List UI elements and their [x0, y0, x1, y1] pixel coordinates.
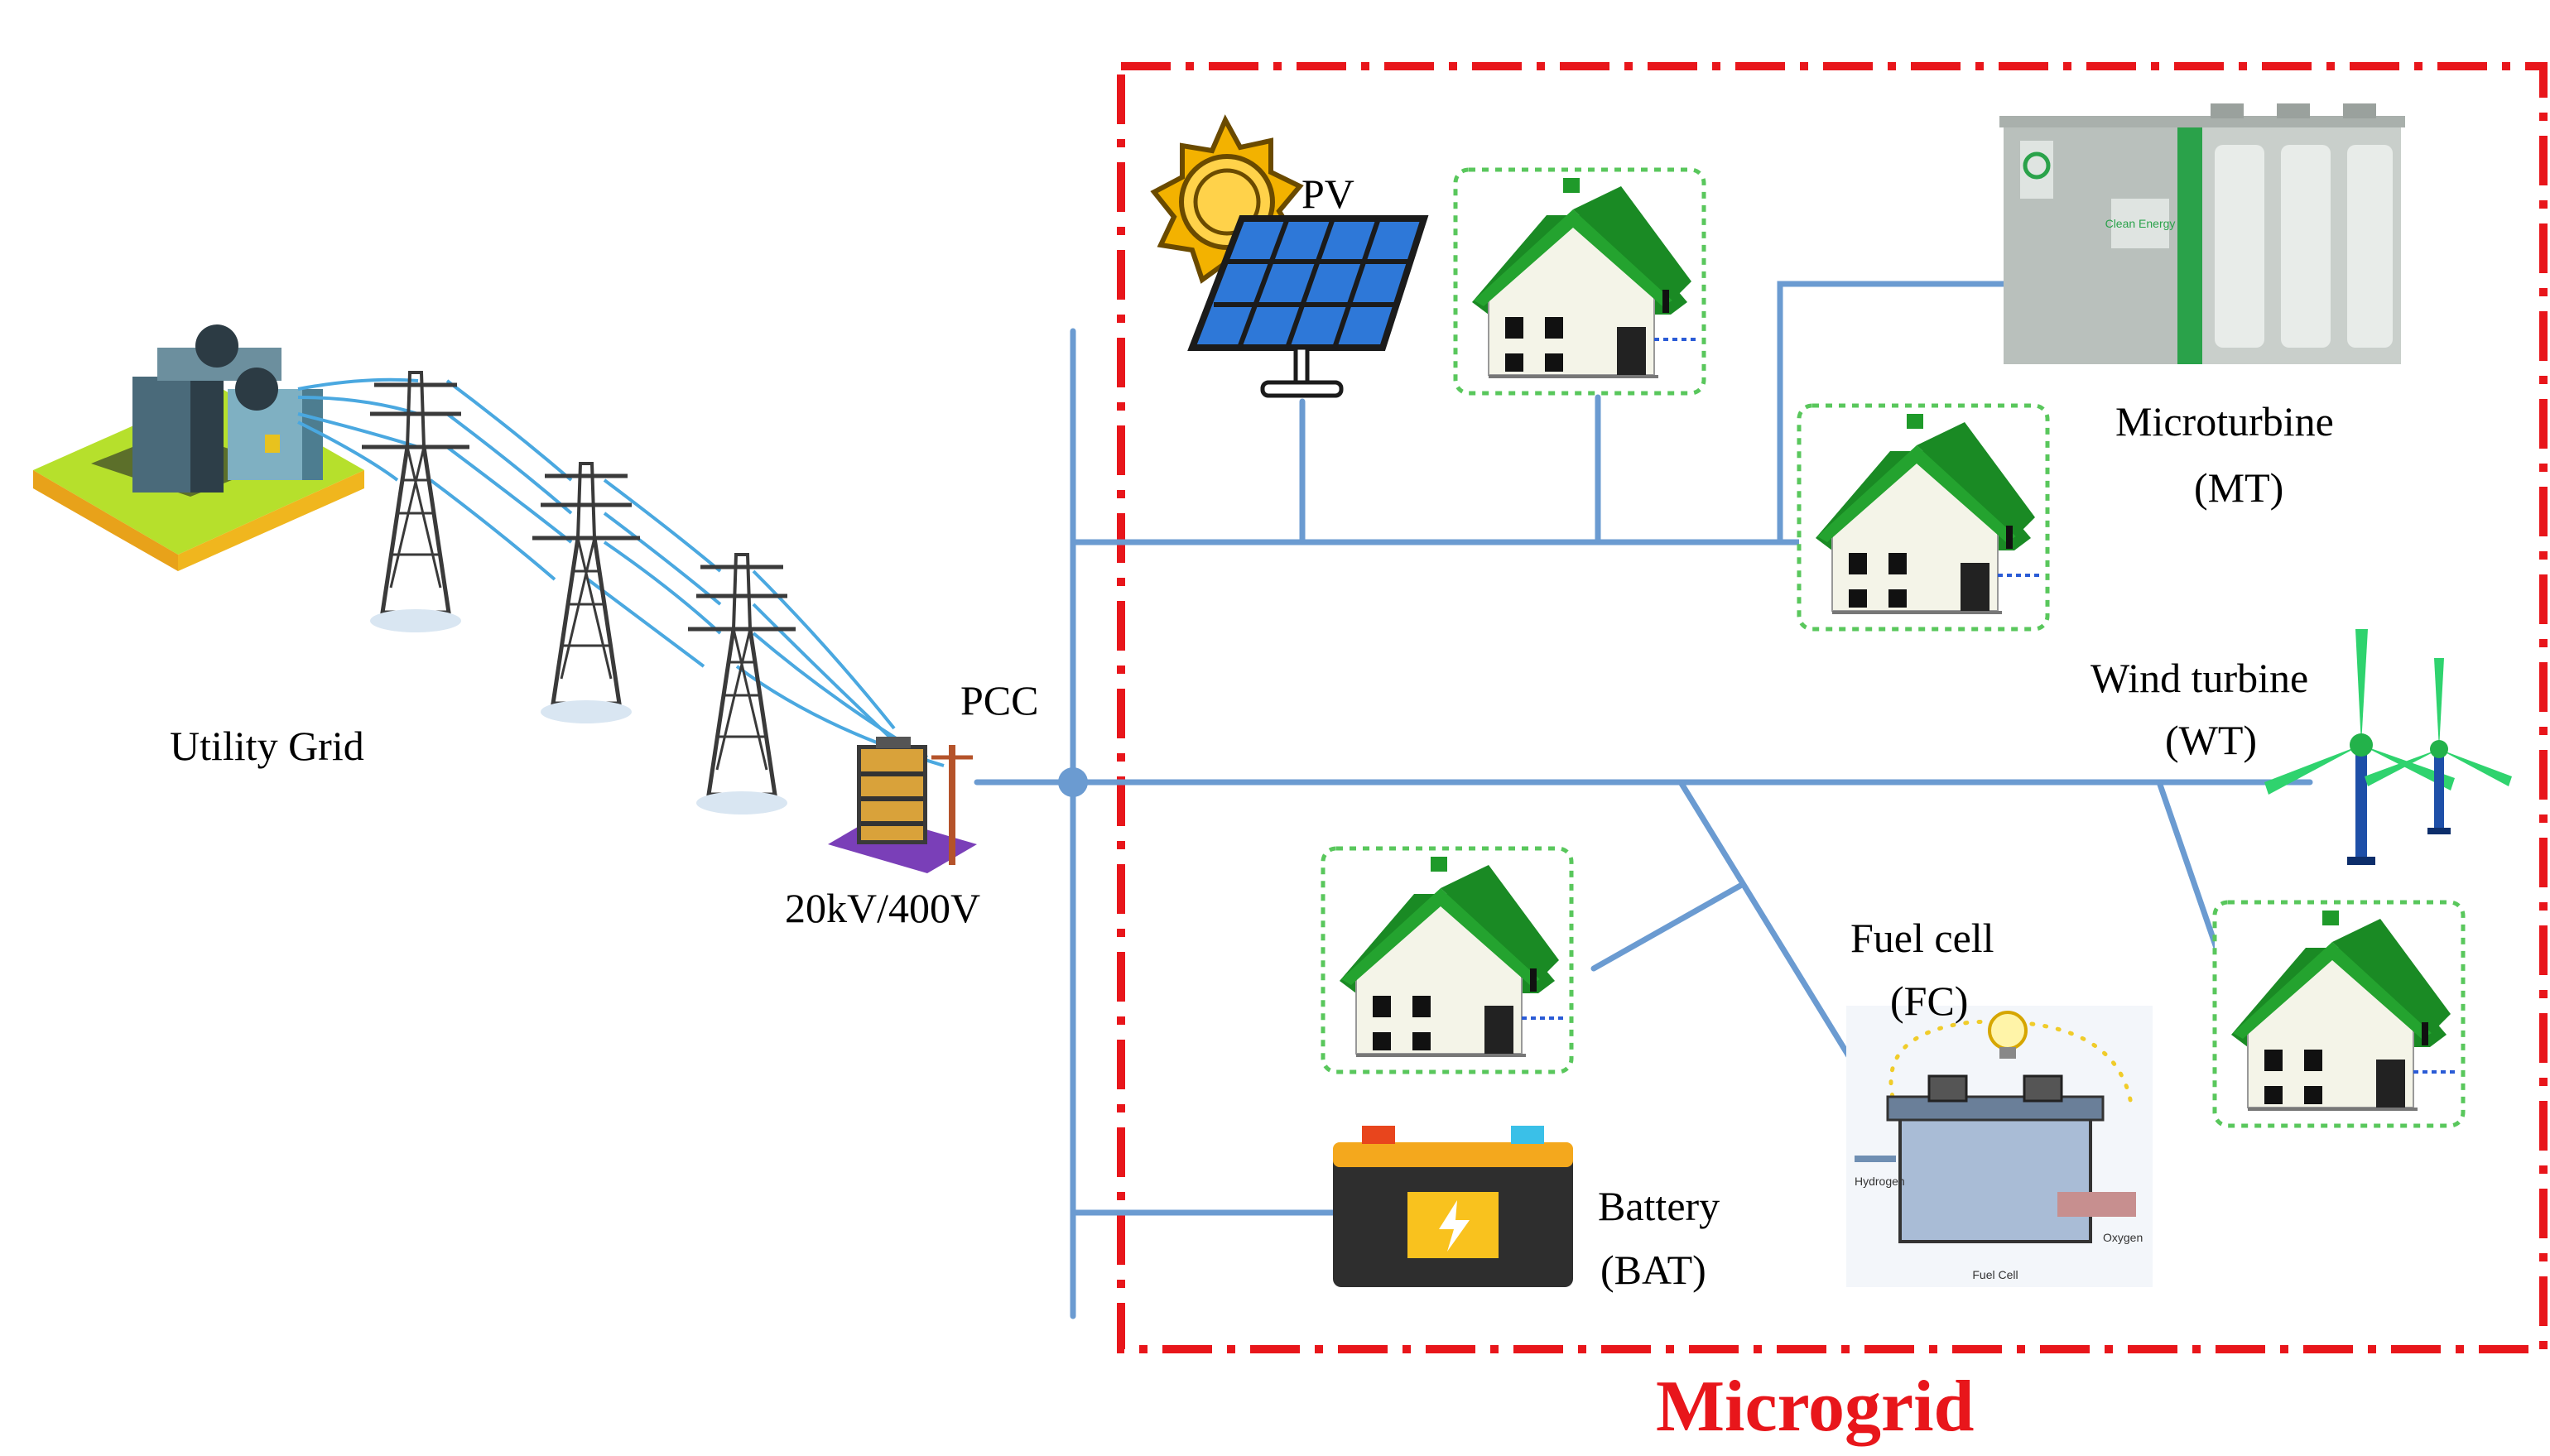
battery-icon	[1333, 1126, 1573, 1287]
house-icon	[2215, 902, 2463, 1126]
fuel-cell-label-2: (FC)	[1890, 978, 1969, 1024]
fuel-cell-oxygen-text: Oxygen	[2103, 1231, 2143, 1244]
transmission-lines	[297, 377, 945, 767]
house-icon	[1799, 406, 2047, 629]
microturbine-icon: Clean Energy	[1999, 103, 2405, 364]
microgrid-title: Microgrid	[1656, 1367, 1975, 1447]
transmission-tower-icon	[688, 555, 796, 814]
wind-turbine-label-2: (WT)	[2165, 717, 2258, 763]
microgrid-boundary	[1117, 62, 2548, 1353]
transformer-label: 20kV/400V	[785, 885, 981, 931]
pcc-label: PCC	[960, 677, 1039, 723]
house3-branch	[1590, 882, 1744, 972]
transmission-tower-icon	[532, 464, 640, 723]
battery-label-2: (BAT)	[1600, 1247, 1706, 1293]
microturbine-logo-text: Clean Energy	[2105, 217, 2176, 230]
house-icon	[1323, 848, 1571, 1072]
microturbine-label-1: Microturbine	[2115, 398, 2334, 444]
bus-lines	[974, 281, 2313, 1319]
utility-grid-label: Utility Grid	[170, 723, 364, 769]
solar-panel-icon	[1187, 215, 1429, 398]
pcc-node	[1058, 767, 1088, 797]
transformer-icon	[828, 737, 977, 873]
fuel-cell-caption-text: Fuel Cell	[1972, 1268, 2018, 1281]
fuel-cell-label-1: Fuel cell	[1850, 915, 1994, 961]
battery-label-1: Battery	[1598, 1183, 1720, 1229]
microturbine-link	[1777, 281, 2023, 545]
microturbine-label-2: (MT)	[2194, 464, 2284, 511]
fuel-cell-icon: Hydrogen Oxygen Fuel Cell	[1846, 1006, 2153, 1287]
house-icon	[1455, 170, 1704, 393]
wind-turbine-icon	[2264, 629, 2512, 865]
pv-label: PV	[1301, 171, 1354, 217]
wind-turbine-label-1: Wind turbine	[2091, 655, 2309, 701]
utility-grid-icon	[33, 324, 364, 571]
fuel-cell-hydrogen-text: Hydrogen	[1855, 1175, 1905, 1188]
